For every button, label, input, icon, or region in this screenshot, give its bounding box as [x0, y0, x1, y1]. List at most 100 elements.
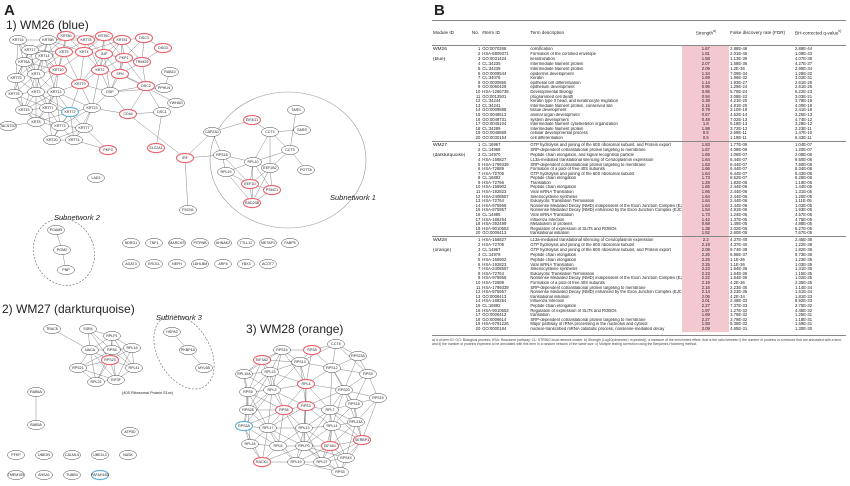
fdr-cell: 2.59E-11	[730, 131, 747, 136]
node-shape	[203, 127, 221, 137]
node-label: DSC1	[157, 110, 167, 114]
q-value-cell: 7.60E-06	[795, 162, 813, 167]
row-no-cell: 19	[475, 131, 481, 136]
fdr-cell: 1.2E-36	[730, 67, 745, 71]
network-node: RPS6	[103, 345, 121, 355]
node-label: CCT3	[285, 148, 294, 152]
fdr-cell: 3.23E-35	[730, 290, 748, 295]
node-label: CCT8	[331, 342, 340, 346]
strength-cell: 2.09	[682, 67, 730, 72]
node-label: KRT76	[8, 92, 19, 96]
strength-cell: 1.42	[682, 217, 730, 223]
node-label: KRT15	[18, 108, 29, 112]
term-id-cell: HSA-2408557	[482, 194, 509, 199]
fdr-cell: 6.44E-07	[730, 157, 748, 162]
node-shape	[240, 178, 260, 190]
term-id-cell: CL:14985	[482, 213, 501, 218]
network-edge	[247, 359, 263, 393]
row-no-cell: 16	[475, 308, 481, 313]
row-no-cell: 18	[475, 317, 481, 322]
network-node: RPS5	[331, 467, 349, 477]
row-no-cell: 8	[477, 176, 481, 181]
network-node: AHSA1	[35, 470, 53, 480]
row-no-cell: 6	[477, 262, 481, 267]
fdr-cell: 7.02E-13	[730, 117, 748, 122]
node-shape	[323, 421, 341, 431]
fdr-cell: 4.37E-40	[729, 236, 795, 244]
node-label: KRT17	[24, 48, 35, 52]
node-label: RPL27	[317, 460, 328, 464]
term-id-cell: HSA-156827	[481, 236, 530, 244]
subnetwork-2-label: Subnetwork 2	[54, 213, 101, 222]
module-cell: (orange)	[433, 248, 452, 253]
q-value-cell: 4.07E-38	[795, 57, 813, 61]
strength-cell: 1.65	[682, 152, 730, 158]
strength-cell: 0.79	[682, 108, 730, 113]
node-shape	[91, 450, 109, 460]
term-description-cell: SRP-dependent cotranslational protein ta…	[530, 162, 646, 167]
term-id-cell: HSA-6809371	[482, 52, 509, 57]
network-node: FAFAH1B3	[90, 469, 110, 481]
network-node: TMEM109	[7, 470, 25, 480]
network-node: RPL18	[123, 343, 141, 353]
node-label: RPS8	[307, 348, 316, 352]
node-shape	[214, 259, 232, 269]
term-description-cell: Peptide chain elongation	[530, 253, 577, 258]
node-shape	[191, 259, 209, 269]
node-label: PKP3	[103, 148, 112, 152]
network-node: RPS18	[345, 399, 363, 409]
node-shape	[335, 385, 353, 395]
node-shape	[269, 441, 287, 451]
q-value-cell: 1.31E-35	[795, 267, 813, 272]
term-id-cell: GO:0060429	[482, 85, 507, 90]
node-shape	[237, 238, 255, 248]
node-shape	[114, 52, 134, 64]
network-node: TUBB4	[63, 470, 81, 480]
network-node: IRF	[175, 152, 195, 164]
network-node: RPL10A	[235, 369, 253, 379]
term-id-cell: HSA-72706	[482, 243, 504, 248]
q-value-cell: 1.47E-10	[795, 131, 813, 136]
network-node: RPS28	[239, 405, 257, 415]
fdr-cell: 6.44E-07	[730, 167, 748, 172]
node-shape	[287, 105, 305, 115]
header-no: No.	[470, 20, 482, 46]
network-edge	[115, 347, 133, 381]
node-shape	[94, 30, 114, 42]
strength-cell: 1.73	[682, 176, 730, 181]
fdr-cell: 5.76E-24	[730, 89, 748, 94]
node-label: AHNAK2	[216, 241, 230, 245]
q-value-cell: 1.22E-38	[795, 243, 813, 248]
node-shape	[43, 135, 61, 145]
network-edge	[329, 409, 363, 441]
node-label: KRT72	[64, 110, 75, 114]
network-node: RPL17	[259, 423, 277, 433]
q-value-cell: 2.89E-44	[794, 45, 846, 53]
term-description-cell: Influenza Infection	[530, 299, 565, 304]
node-label: RPS21	[72, 366, 83, 370]
node-shape	[239, 387, 257, 397]
network-edge	[281, 349, 307, 385]
node-shape	[244, 157, 262, 167]
network-node: KRT17	[21, 45, 39, 55]
node-shape	[134, 32, 154, 44]
term-description-cell: Peptide chain elongation	[530, 303, 577, 308]
node-shape	[79, 324, 97, 334]
network-node: PFKP	[7, 450, 25, 460]
node-label: CD44	[123, 112, 132, 116]
term-id-cell: CL:16882	[482, 303, 501, 308]
strength-cell: 2.25	[682, 262, 730, 268]
strength-cell: 2.09	[682, 326, 730, 332]
node-label: ATP5D	[124, 430, 136, 434]
strength-cell: 2.38	[682, 99, 730, 104]
